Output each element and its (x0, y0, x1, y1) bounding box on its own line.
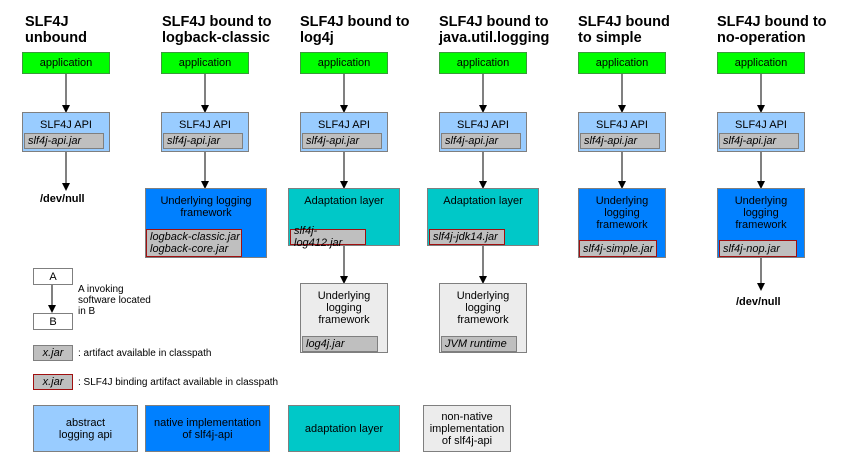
column-title-jul: SLF4J bound to java.util.logging (439, 14, 550, 46)
dev-null-nop: /dev/null (736, 296, 781, 308)
framework-label: Underlying logging framework (595, 195, 649, 231)
column-title-simple: SLF4J bound to simple (578, 14, 670, 46)
column-title-log4j: SLF4J bound to log4j (300, 14, 410, 46)
application-box-simple: application (578, 52, 666, 74)
legend-artifact-text: : artifact available in classpath (78, 348, 212, 359)
legend-jar-sample: x.jar (33, 345, 73, 361)
nop-framework-box: Underlying logging framework (717, 188, 805, 258)
adaptation-label: Adaptation layer (304, 195, 384, 207)
slf4j-api-label: SLF4J API (735, 119, 787, 131)
framework-label: Underlying logging framework (456, 290, 510, 326)
application-box-unbound: application (22, 52, 110, 74)
slf4j-api-jar-log4j: slf4j-api.jar (302, 133, 382, 149)
legend-binding-sample: x.jar (33, 374, 73, 390)
application-box-log4j: application (300, 52, 388, 74)
log4j-binding-jar: slf4j-log412.jar (290, 225, 366, 249)
slf4j-api-jar-unbound: slf4j-api.jar (24, 133, 104, 149)
legend-adaptation: adaptation layer (288, 405, 400, 452)
slf4j-api-label: SLF4J API (596, 119, 648, 131)
column-title-unbound: SLF4J unbound (25, 14, 88, 46)
application-box-nop: application (717, 52, 805, 74)
jul-binding-jar: slf4j-jdk14.jar (429, 229, 505, 245)
dev-null-unbound: /dev/null (40, 193, 85, 205)
slf4j-api-jar-simple: slf4j-api.jar (580, 133, 660, 149)
legend-non-native: non-native implementation of slf4j-api (423, 405, 511, 452)
log4j-jar: log4j.jar (302, 336, 378, 352)
slf4j-api-jar-nop: slf4j-api.jar (719, 133, 799, 149)
legend-node-a: A (33, 268, 73, 285)
slf4j-api-label: SLF4J API (40, 119, 92, 131)
application-box-jul: application (439, 52, 527, 74)
slf4j-api-jar-jul: slf4j-api.jar (441, 133, 521, 149)
legend-node-b: B (33, 313, 73, 330)
jvm-runtime-jar: JVM runtime (441, 336, 517, 352)
framework-label: Underlying logging framework (734, 195, 788, 231)
framework-label: Underlying logging framework (160, 195, 252, 219)
framework-label: Underlying logging framework (317, 290, 371, 326)
slf4j-api-jar-logback: slf4j-api.jar (163, 133, 243, 149)
application-box-logback: application (161, 52, 249, 74)
legend-abstract-api: abstract logging api (33, 405, 138, 452)
column-title-nop: SLF4J bound to no-operation (717, 14, 827, 46)
simple-binding-jar: slf4j-simple.jar (579, 240, 657, 257)
legend-native-impl: native implementation of slf4j-api (145, 405, 270, 452)
legend-invoking-text: A invoking software located in B (78, 284, 151, 317)
adaptation-label: Adaptation layer (443, 195, 523, 207)
logback-jars: logback-classic.jar logback-core.jar (146, 229, 242, 257)
legend-binding-text: : SLF4J binding artifact available in cl… (78, 377, 279, 388)
column-title-logback: SLF4J bound to logback-classic (162, 14, 272, 46)
nop-binding-jar: slf4j-nop.jar (719, 240, 797, 257)
slf4j-api-label: SLF4J API (457, 119, 509, 131)
slf4j-api-label: SLF4J API (179, 119, 231, 131)
slf4j-api-label: SLF4J API (318, 119, 370, 131)
